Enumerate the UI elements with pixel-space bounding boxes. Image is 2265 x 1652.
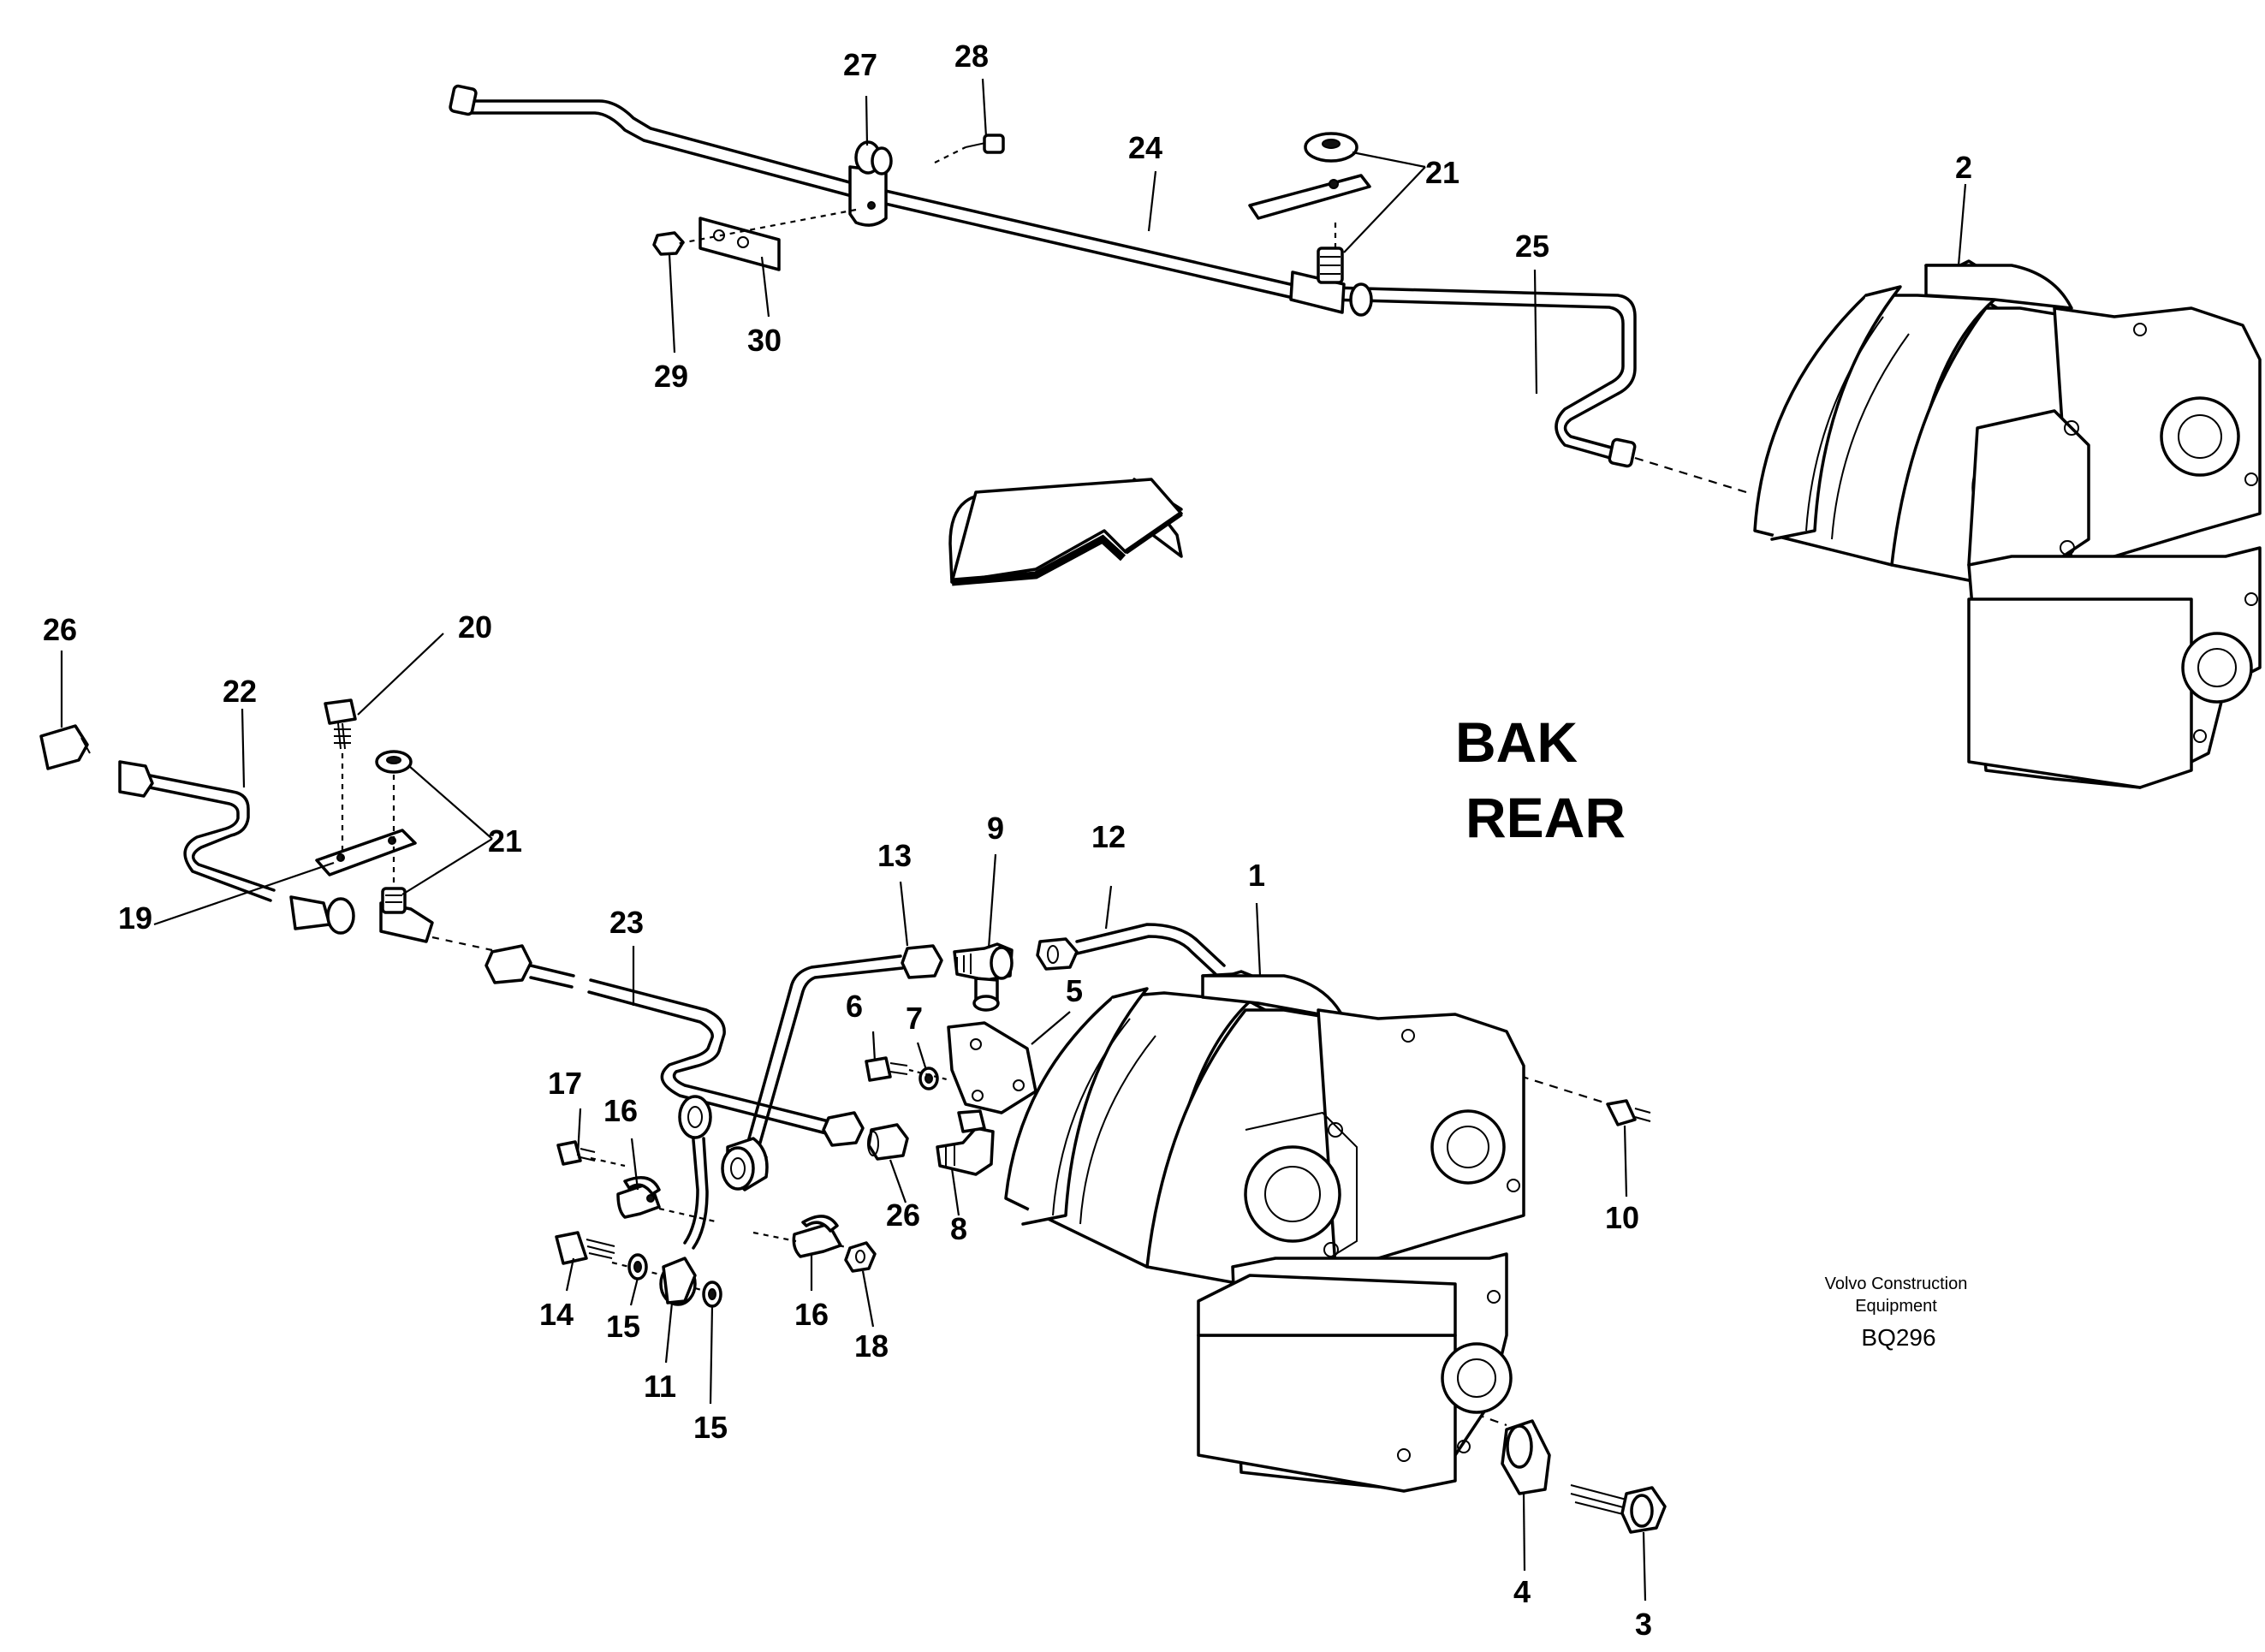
callout-25: 25 [1515, 229, 1549, 264]
callout-21-lower: 21 [488, 823, 522, 859]
callout-16-lower: 16 [794, 1297, 829, 1332]
callout-12: 12 [1091, 819, 1126, 854]
callout-7: 7 [906, 1001, 923, 1036]
callout-4: 4 [1513, 1574, 1531, 1609]
direction-label-bak: BAK [1455, 710, 1578, 774]
direction-label-rear: REAR [1465, 786, 1626, 849]
direction-arrow [948, 478, 1183, 586]
callout-28: 28 [954, 39, 989, 74]
company-name-line1: Volvo Construction [1825, 1275, 1968, 1293]
callout-2: 2 [1955, 150, 1972, 185]
callout-9: 9 [987, 811, 1004, 846]
callout-20: 20 [458, 609, 492, 645]
callout-16-upper: 16 [603, 1093, 638, 1128]
callout-17: 17 [548, 1066, 582, 1101]
callout-27: 27 [843, 47, 877, 82]
callout-21-upper: 21 [1425, 155, 1459, 190]
callout-23: 23 [609, 905, 644, 940]
callout-18: 18 [854, 1328, 889, 1364]
callout-19: 19 [118, 900, 152, 936]
callout-6: 6 [846, 989, 863, 1024]
company-name-line2: Equipment [1855, 1297, 1937, 1316]
callout-15-right: 15 [693, 1410, 728, 1445]
upper-brake-line-assembly [449, 84, 1747, 494]
callout-22: 22 [223, 674, 257, 709]
callout-8: 8 [950, 1211, 967, 1246]
callout-24: 24 [1128, 130, 1162, 165]
direction-text: BAK REAR [1455, 710, 1626, 849]
callout-labels: 27 28 24 21 25 2 30 29 20 26 22 21 19 23… [43, 39, 1972, 1642]
callout-1: 1 [1248, 858, 1265, 893]
callout-3: 3 [1635, 1607, 1652, 1642]
callout-5: 5 [1066, 973, 1083, 1008]
footer-info: Volvo Construction Equipment BQ296 [1825, 1275, 1968, 1351]
callout-13: 13 [877, 838, 912, 873]
callout-11: 11 [644, 1369, 676, 1404]
callout-14: 14 [539, 1297, 574, 1332]
brake-caliper-lower [1004, 970, 1525, 1493]
lower-brake-line-assembly [39, 698, 1667, 1534]
callout-30: 30 [747, 323, 782, 358]
callout-26-mid: 26 [886, 1197, 920, 1233]
callout-29: 29 [654, 359, 688, 394]
brake-caliper-upper [1753, 259, 2262, 789]
drawing-code: BQ296 [1861, 1324, 1935, 1351]
callout-26-left: 26 [43, 612, 77, 647]
leader-lines [60, 78, 1967, 1601]
callout-15-left: 15 [606, 1309, 640, 1344]
callout-10: 10 [1605, 1200, 1639, 1235]
